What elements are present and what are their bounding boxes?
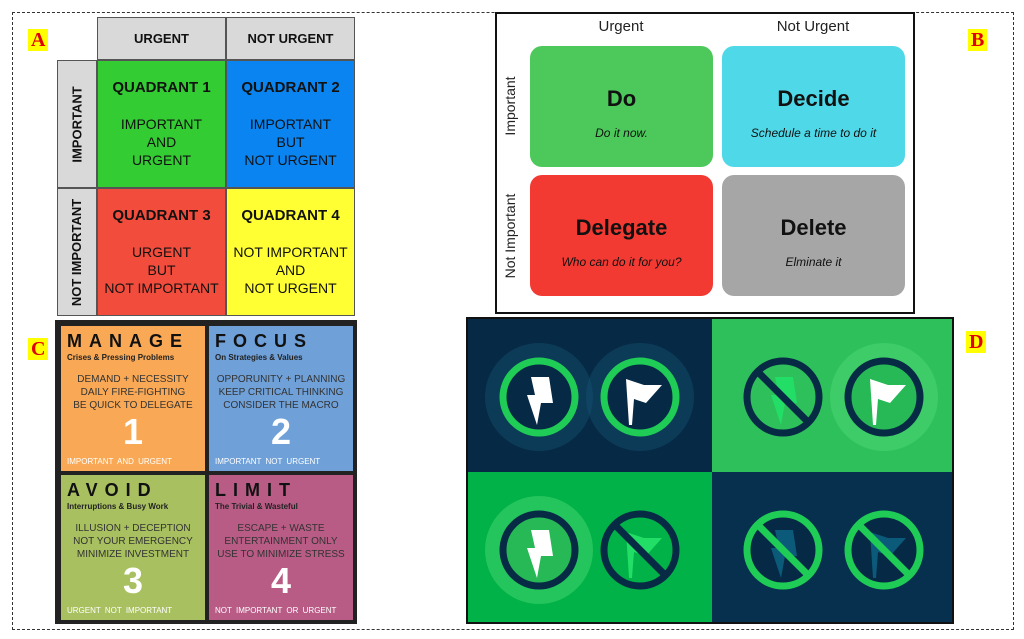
quadrant-subtitle: The Trivial & Wasteful bbox=[215, 502, 298, 511]
quadrant-footer: URGENT NOT IMPORTANT bbox=[67, 606, 173, 615]
lightning-icon bbox=[485, 343, 593, 451]
quadrant-title: FOCUS bbox=[215, 331, 313, 351]
quadrant-title: LIMIT bbox=[215, 480, 297, 500]
quadrant-body: OPPORUNITY + PLANNING KEEP CRITICAL THIN… bbox=[216, 374, 346, 411]
quadrant-subtitle: Crises & Pressing Problems bbox=[67, 353, 175, 362]
icon-quadrant-1 bbox=[468, 319, 712, 472]
col-header-urgent: Urgent bbox=[598, 18, 644, 35]
big-number: 2 bbox=[270, 411, 292, 452]
icon-quadrant-2 bbox=[712, 319, 952, 472]
icon-quadrant-4 bbox=[712, 472, 952, 622]
quadrant-title: MANAGE bbox=[67, 331, 189, 351]
quadrant-body: ESCAPE + WASTE ENTERTAINMENT ONLY USE TO… bbox=[217, 523, 345, 560]
big-number: 4 bbox=[270, 560, 292, 601]
panel-label-c: C bbox=[28, 338, 49, 360]
quadrant-title: AVOID bbox=[67, 480, 158, 500]
flag-icon bbox=[586, 343, 694, 451]
panel-label-d: D bbox=[966, 331, 987, 353]
quadrant-subtitle: On Strategies & Values bbox=[215, 353, 303, 362]
prohibited-flag-icon bbox=[600, 510, 680, 590]
panel-label-b: B bbox=[968, 29, 988, 51]
big-number: 1 bbox=[122, 411, 144, 452]
quadrant-body: DEMAND + NECESSITY DAILY FIRE-FIGHTING B… bbox=[73, 374, 193, 411]
col-header-not-urgent: Not Urgent bbox=[776, 18, 850, 35]
panel-d bbox=[466, 317, 954, 624]
prohibited-lightning-icon bbox=[743, 510, 823, 590]
row-header-important: IMPORTANT bbox=[57, 60, 97, 188]
panel-b bbox=[495, 12, 915, 314]
col-header-not-urgent: NOT URGENT bbox=[226, 17, 355, 60]
quadrant-body: ILLUSION + DECEPTION NOT YOUR EMERGENCY … bbox=[73, 523, 193, 560]
row-header-not-important: NOT IMPORTANT bbox=[57, 188, 97, 316]
quadrant-footer: IMPORTANT AND URGENT bbox=[67, 457, 172, 466]
lightning-icon bbox=[485, 496, 593, 604]
prohibited-flag-icon bbox=[844, 510, 924, 590]
quadrant-footer: IMPORTANT NOT URGENT bbox=[215, 457, 321, 466]
flag-icon bbox=[830, 343, 938, 451]
prohibited-lightning-icon bbox=[743, 357, 823, 437]
quadrant-subtitle: Interruptions & Busy Work bbox=[67, 502, 169, 511]
col-header-urgent: URGENT bbox=[97, 17, 226, 60]
panel-label-a: A bbox=[28, 29, 49, 51]
big-number: 3 bbox=[122, 560, 144, 601]
icon-quadrant-3 bbox=[468, 472, 712, 622]
quadrant-footer: NOT IMPORTANT OR URGENT bbox=[215, 606, 337, 615]
